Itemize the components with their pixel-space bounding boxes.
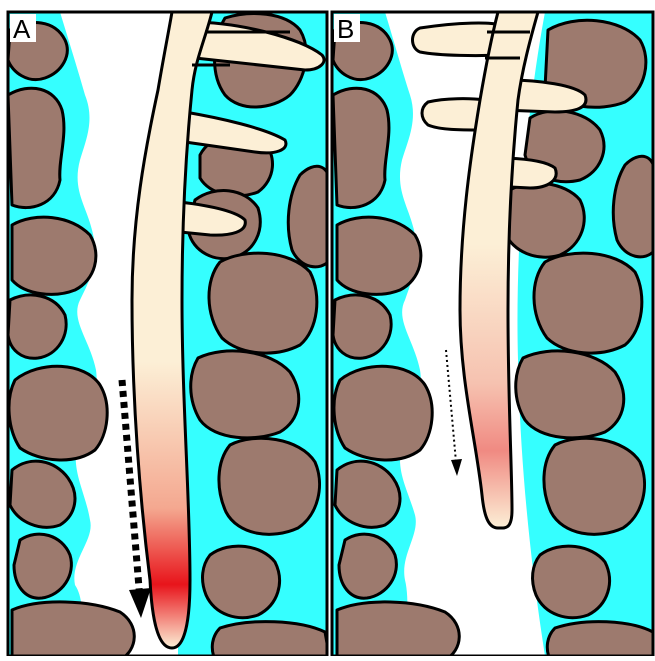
- panel-label-b: B: [337, 14, 354, 44]
- panel-a: [8, 12, 330, 656]
- soil-particle: [533, 546, 610, 618]
- lateral-root: [413, 23, 501, 56]
- soil-particle: [209, 253, 317, 353]
- soil-particle: [8, 88, 64, 207]
- panel-label-a: A: [13, 14, 31, 44]
- soil-particle: [212, 622, 330, 656]
- soil-particle: [12, 602, 134, 656]
- soil-particle: [333, 295, 391, 358]
- soil-particle: [337, 602, 459, 656]
- soil-particle: [12, 217, 96, 294]
- soil-particle: [14, 534, 71, 598]
- soil-particle: [547, 622, 653, 656]
- soil-particle: [203, 546, 280, 618]
- soil-particle: [544, 438, 645, 534]
- soil-particle: [339, 534, 396, 598]
- panel-b: [333, 12, 655, 656]
- soil-particle: [516, 351, 624, 438]
- soil-particle: [337, 217, 421, 294]
- soil-particle: [333, 88, 389, 207]
- soil-particle: [534, 253, 642, 353]
- soil-particle: [8, 295, 66, 358]
- soil-particle: [191, 351, 299, 438]
- soil-particle: [334, 366, 432, 460]
- soil-particle: [219, 438, 320, 534]
- soil-particle: [505, 183, 584, 257]
- soil-particle: [9, 366, 107, 460]
